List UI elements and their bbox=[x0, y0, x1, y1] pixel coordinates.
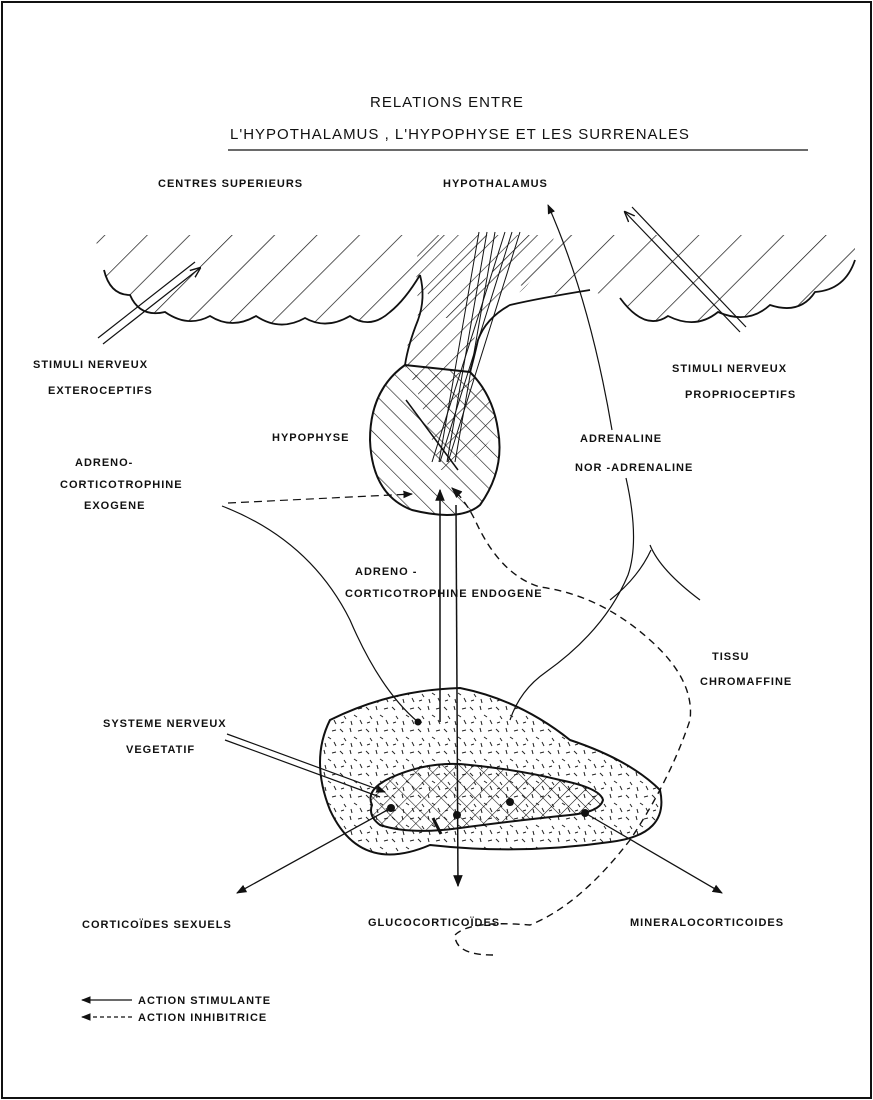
legend-stimulante-label: ACTION STIMULANTE bbox=[138, 995, 271, 1007]
stimuli-extero-line-2: EXTEROCEPTIFS bbox=[48, 385, 153, 397]
hypothalamus-label: HYPOTHALAMUS bbox=[443, 178, 548, 190]
acth-exogene-line-2: CORTICOTROPHINE bbox=[60, 479, 183, 491]
acth-exogene-line-1: ADRENO- bbox=[75, 457, 133, 469]
acth-endogene-line-2: CORTICOTROPHINE ENDOGENE bbox=[345, 588, 543, 600]
title-line-2: L'HYPOTHALAMUS , L'HYPOPHYSE ET LES SURR… bbox=[230, 126, 690, 143]
medulla-dot bbox=[506, 798, 514, 806]
corticoides-sexuels-label: CORTICOÏDES SEXUELS bbox=[82, 918, 232, 931]
nor-adrenaline-label: NOR -ADRENALINE bbox=[575, 462, 693, 474]
cortex-dot-exo bbox=[415, 719, 422, 726]
acth-exogene-to-cortex bbox=[222, 506, 418, 722]
tissu-chromaffine-branch bbox=[610, 545, 700, 600]
acth-exogene-arrow bbox=[228, 494, 412, 503]
mineralocorticoides-label: MINERALOCORTICOIDES bbox=[630, 917, 784, 929]
snv-line-2: VEGETATIF bbox=[126, 744, 195, 756]
stimuli-extero-line-1: STIMULI NERVEUX bbox=[33, 359, 148, 371]
cortex-dot-gluco bbox=[453, 811, 461, 819]
centres-superieurs-label: CENTRES SUPERIEURS bbox=[158, 178, 303, 190]
chromaffine-label: CHROMAFFINE bbox=[700, 676, 792, 688]
stimuli-proprio-line-2: PROPRIOCEPTIFS bbox=[685, 389, 796, 401]
title-line-1: RELATIONS ENTRE bbox=[370, 94, 524, 111]
glucocorticoides-label: GLUCOCORTICOÏDES bbox=[368, 916, 500, 929]
hypophyse-label: HYPOPHYSE bbox=[272, 432, 349, 444]
stimuli-proprio-line-1: STIMULI NERVEUX bbox=[672, 363, 787, 375]
hypothalamus-stalk bbox=[404, 235, 555, 380]
legend-inhibitrice-label: ACTION INHIBITRICE bbox=[138, 1012, 267, 1024]
snv-line-1: SYSTEME NERVEUX bbox=[103, 718, 227, 730]
acth-endogene-line-1: ADRENO - bbox=[355, 566, 417, 578]
tissu-label: TISSU bbox=[712, 651, 749, 663]
acth-exogene-line-3: EXOGENE bbox=[84, 500, 145, 512]
legend: ACTION STIMULANTE ACTION INHIBITRICE bbox=[82, 995, 271, 1024]
adrenaline-label: ADRENALINE bbox=[580, 433, 662, 445]
